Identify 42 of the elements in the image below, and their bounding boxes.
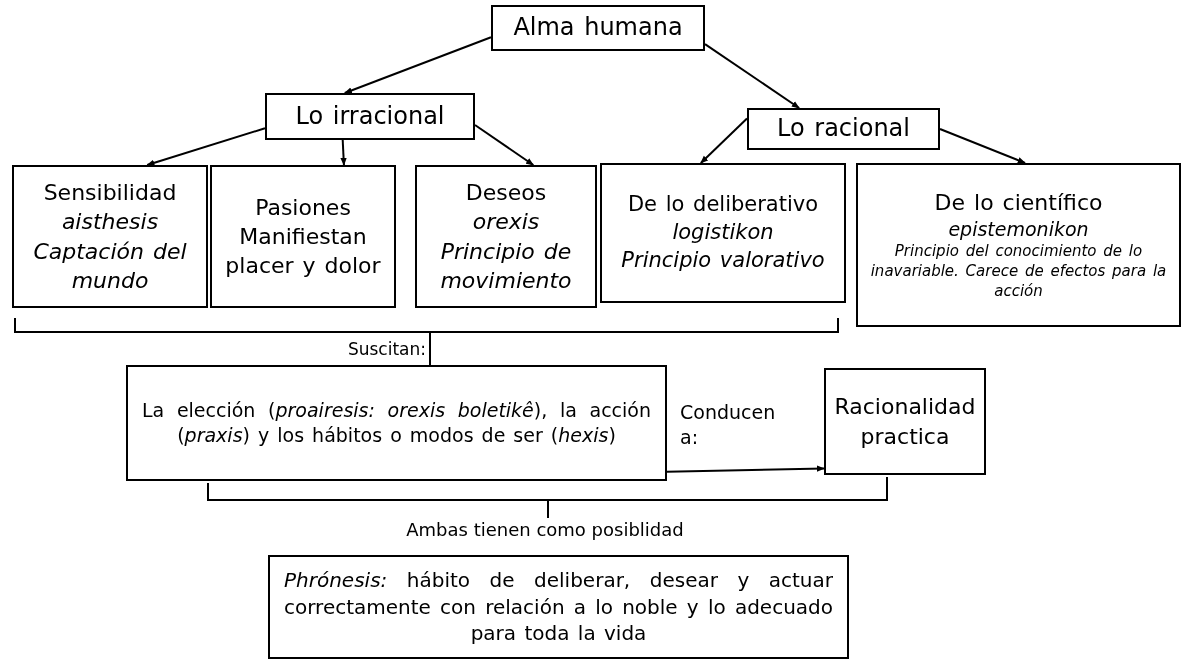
box-text: Manifiestan placer y dolor bbox=[224, 222, 382, 281]
box-heading: Pasiones bbox=[255, 193, 351, 222]
concept-box bbox=[415, 165, 597, 308]
arrow bbox=[474, 123, 535, 166]
concept-box bbox=[824, 368, 986, 475]
box-heading: Deseos bbox=[465, 179, 547, 207]
box-heading: Sensibilidad bbox=[43, 179, 177, 207]
concept-box bbox=[600, 163, 846, 303]
box-heading: Lo irracional bbox=[295, 100, 445, 132]
arrow bbox=[343, 36, 492, 94]
box-heading: De lo deliberativo bbox=[627, 191, 819, 219]
edge-label: Conducen a: bbox=[680, 400, 777, 450]
concept-box bbox=[126, 365, 667, 481]
arrow bbox=[939, 128, 1026, 164]
box-text: Principio valorativo bbox=[621, 246, 825, 274]
box-text: epistemonikon bbox=[948, 217, 1089, 243]
box-text: aisthesis bbox=[61, 208, 159, 237]
arrow bbox=[666, 465, 825, 473]
arrow bbox=[699, 117, 748, 164]
bracket-label: Suscitan: bbox=[346, 338, 426, 361]
bracket-label: Ambas tienen como posiblidad bbox=[405, 518, 685, 542]
concept-box bbox=[265, 93, 475, 140]
box-text: orexis bbox=[472, 208, 540, 237]
concept-box bbox=[856, 163, 1181, 327]
box-heading: Phrónesis: hábito de deliberar, desear y actuar correctamente con relación a lo noble y lo adecuado para toda la vida bbox=[284, 567, 833, 647]
concept-box bbox=[12, 165, 208, 308]
concept-box bbox=[268, 555, 849, 659]
box-text: Captación del mundo bbox=[32, 237, 188, 295]
box-heading: Racionalidad practica bbox=[833, 393, 977, 451]
box-heading: Alma humana bbox=[513, 12, 683, 44]
arrow bbox=[146, 127, 266, 166]
box-heading: La elección (proairesis: orexis boletikê), la acción (praxis) y los hábitos o modos de ser (hexis) bbox=[142, 397, 651, 448]
box-text: Principio del conocimiento de lo inavariable. Carece de efectos para la acción bbox=[869, 242, 1168, 303]
arrow bbox=[704, 43, 801, 109]
box-text: logistikon bbox=[672, 219, 774, 247]
concept-box bbox=[210, 165, 396, 308]
box-text: Principio de movimiento bbox=[439, 237, 573, 295]
concept-box bbox=[491, 5, 705, 51]
box-heading: De lo científico bbox=[934, 188, 1103, 217]
concept-box bbox=[747, 108, 940, 150]
box-heading: Lo racional bbox=[777, 113, 910, 145]
arrow bbox=[340, 139, 347, 166]
